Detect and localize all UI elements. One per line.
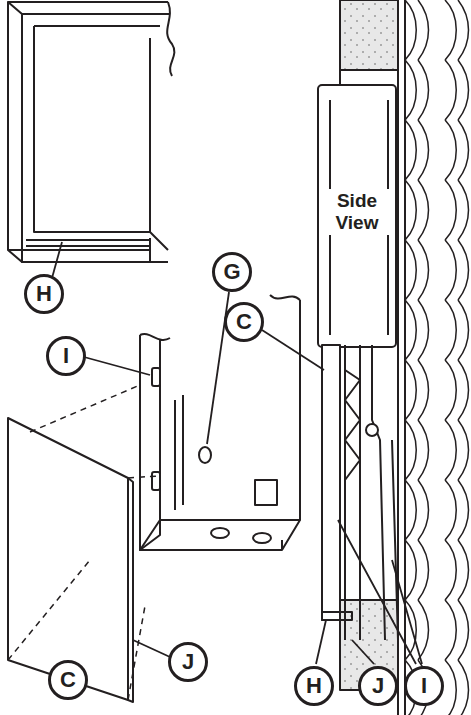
callout-letter: H [24, 274, 64, 314]
leader-line [52, 242, 422, 664]
callout-letter: I [404, 666, 444, 706]
callout-letter: J [358, 666, 398, 706]
callout-text: J [182, 651, 194, 673]
callout-text: I [421, 675, 427, 697]
view-label: Side View [323, 189, 391, 235]
recess-frame [8, 2, 174, 262]
cover-panel [8, 385, 158, 702]
callout-text: G [223, 261, 240, 283]
callout-letter: G [212, 252, 252, 292]
callout-letter: H [294, 666, 334, 706]
callout-letter: J [168, 642, 208, 682]
callout-letter: I [46, 336, 86, 376]
callout-text: H [306, 675, 322, 697]
callout-letter: C [224, 302, 264, 342]
callout-letter: C [48, 660, 88, 700]
callout-text: H [36, 283, 52, 305]
callout-text: C [236, 311, 252, 333]
recess-box [140, 295, 300, 550]
callout-text: J [372, 675, 384, 697]
callout-text: I [63, 345, 69, 367]
callout-text: C [60, 669, 76, 691]
